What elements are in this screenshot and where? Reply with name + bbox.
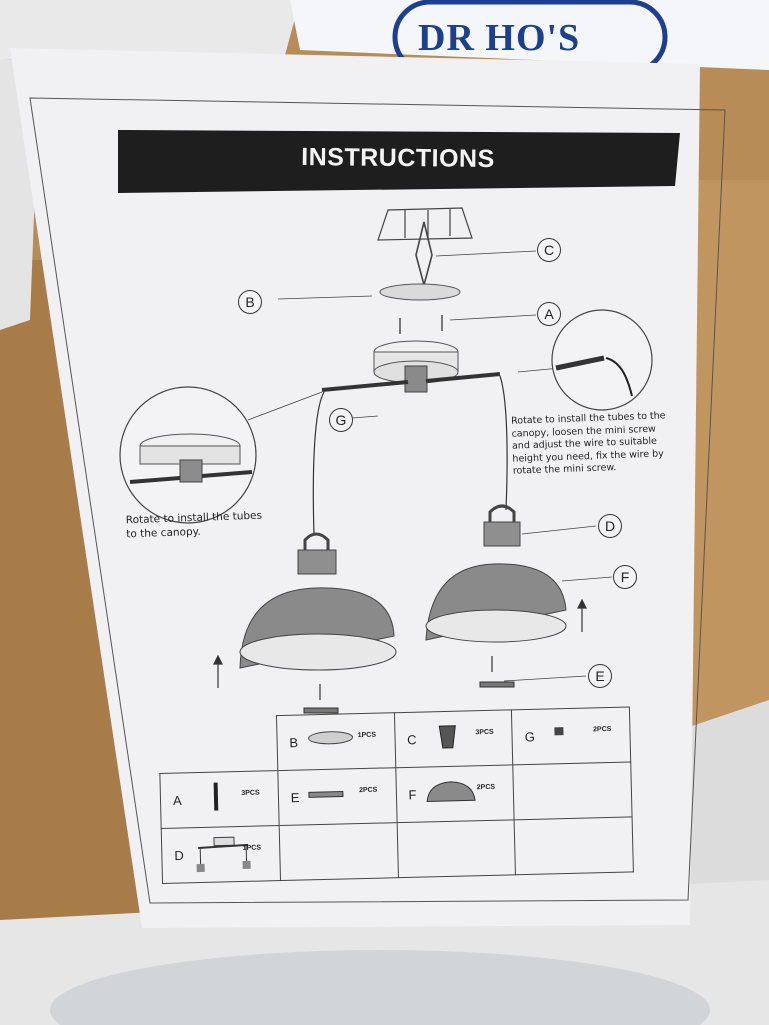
part-qty: 2PCS bbox=[358, 787, 378, 795]
part-letter: D bbox=[174, 847, 184, 864]
part-letter: G bbox=[524, 729, 536, 745]
callout-b: B bbox=[238, 290, 262, 314]
diagram-ceiling bbox=[377, 207, 473, 241]
ring-icon bbox=[308, 790, 344, 798]
diagram-socket-left bbox=[297, 532, 337, 575]
diagram-tubes bbox=[321, 372, 501, 392]
detail-circle-right bbox=[551, 309, 653, 411]
title-banner bbox=[118, 130, 680, 193]
callout-d: D bbox=[598, 514, 622, 538]
parts-cell-c: C 3PCS bbox=[393, 709, 514, 768]
part-letter: A bbox=[172, 792, 182, 809]
leader-lines bbox=[247, 250, 613, 682]
sheet-paper bbox=[10, 48, 700, 928]
diagram-plate-b bbox=[379, 283, 461, 301]
part-qty: 2PCS bbox=[476, 784, 496, 792]
diagram-socket-right bbox=[483, 504, 521, 547]
screw-icon bbox=[213, 782, 219, 811]
callout-f: F bbox=[613, 565, 637, 589]
hook-icon bbox=[438, 725, 456, 749]
diagram-ring-left bbox=[303, 707, 339, 714]
note-left: Rotate to install the tubes to the canop… bbox=[126, 510, 263, 542]
canopy-icon bbox=[196, 836, 251, 873]
parts-cell-b: B 1PCS bbox=[276, 712, 396, 771]
foam-top-left bbox=[0, 0, 300, 60]
brand-box bbox=[290, 0, 769, 70]
sheet-border bbox=[29, 97, 726, 904]
callout-g: G bbox=[329, 408, 353, 432]
part-letter: C bbox=[406, 732, 417, 748]
parts-cell-empty bbox=[278, 822, 398, 881]
parts-cell-empty bbox=[396, 819, 516, 878]
diagram-shade-right-rim bbox=[425, 609, 567, 643]
part-letter: B bbox=[289, 735, 299, 751]
detail-circle-left bbox=[119, 386, 257, 524]
part-qty: 1PCS bbox=[357, 732, 377, 740]
diagram-canopy bbox=[373, 340, 459, 393]
part-letter: F bbox=[408, 787, 417, 803]
shade-icon bbox=[426, 781, 476, 802]
diagram-shade-left-rim bbox=[239, 633, 397, 671]
parts-cell-a: A 3PCS bbox=[159, 770, 279, 829]
screw-icon bbox=[554, 727, 564, 736]
callout-c: C bbox=[537, 238, 561, 262]
parts-cell-empty bbox=[159, 716, 278, 774]
part-letter: E bbox=[290, 790, 300, 806]
page-title: INSTRUCTIONS bbox=[301, 142, 495, 173]
diagram-ring-right bbox=[479, 681, 515, 688]
callout-e: E bbox=[588, 664, 612, 688]
plate-icon bbox=[307, 731, 353, 745]
parts-cell-e: E 2PCS bbox=[277, 767, 397, 826]
diagram-wires bbox=[312, 375, 508, 536]
parts-table: B 1PCS C 3PCS G 2PCS A 3PCS E bbox=[158, 706, 634, 884]
parts-cell-g: G 2PCS bbox=[511, 706, 631, 765]
part-qty: 1PCS bbox=[242, 844, 262, 853]
part-qty: 2PCS bbox=[593, 726, 612, 734]
part-qty: 3PCS bbox=[475, 729, 494, 737]
diagram-screws-a bbox=[399, 315, 443, 334]
lamp-shade-bottom bbox=[50, 950, 710, 1025]
parts-cell-d: D 1PCS bbox=[161, 825, 281, 884]
note-right: Rotate to install the tubes to the canop… bbox=[511, 410, 668, 478]
callout-a: A bbox=[537, 302, 561, 326]
part-qty: 3PCS bbox=[241, 789, 260, 798]
parts-cell-empty bbox=[514, 816, 634, 875]
brand-logo-text: DR HO'S bbox=[418, 17, 581, 59]
parts-cell-empty bbox=[513, 761, 633, 820]
parts-cell-f: F 2PCS bbox=[395, 764, 515, 823]
diagram-arrows bbox=[213, 598, 587, 700]
